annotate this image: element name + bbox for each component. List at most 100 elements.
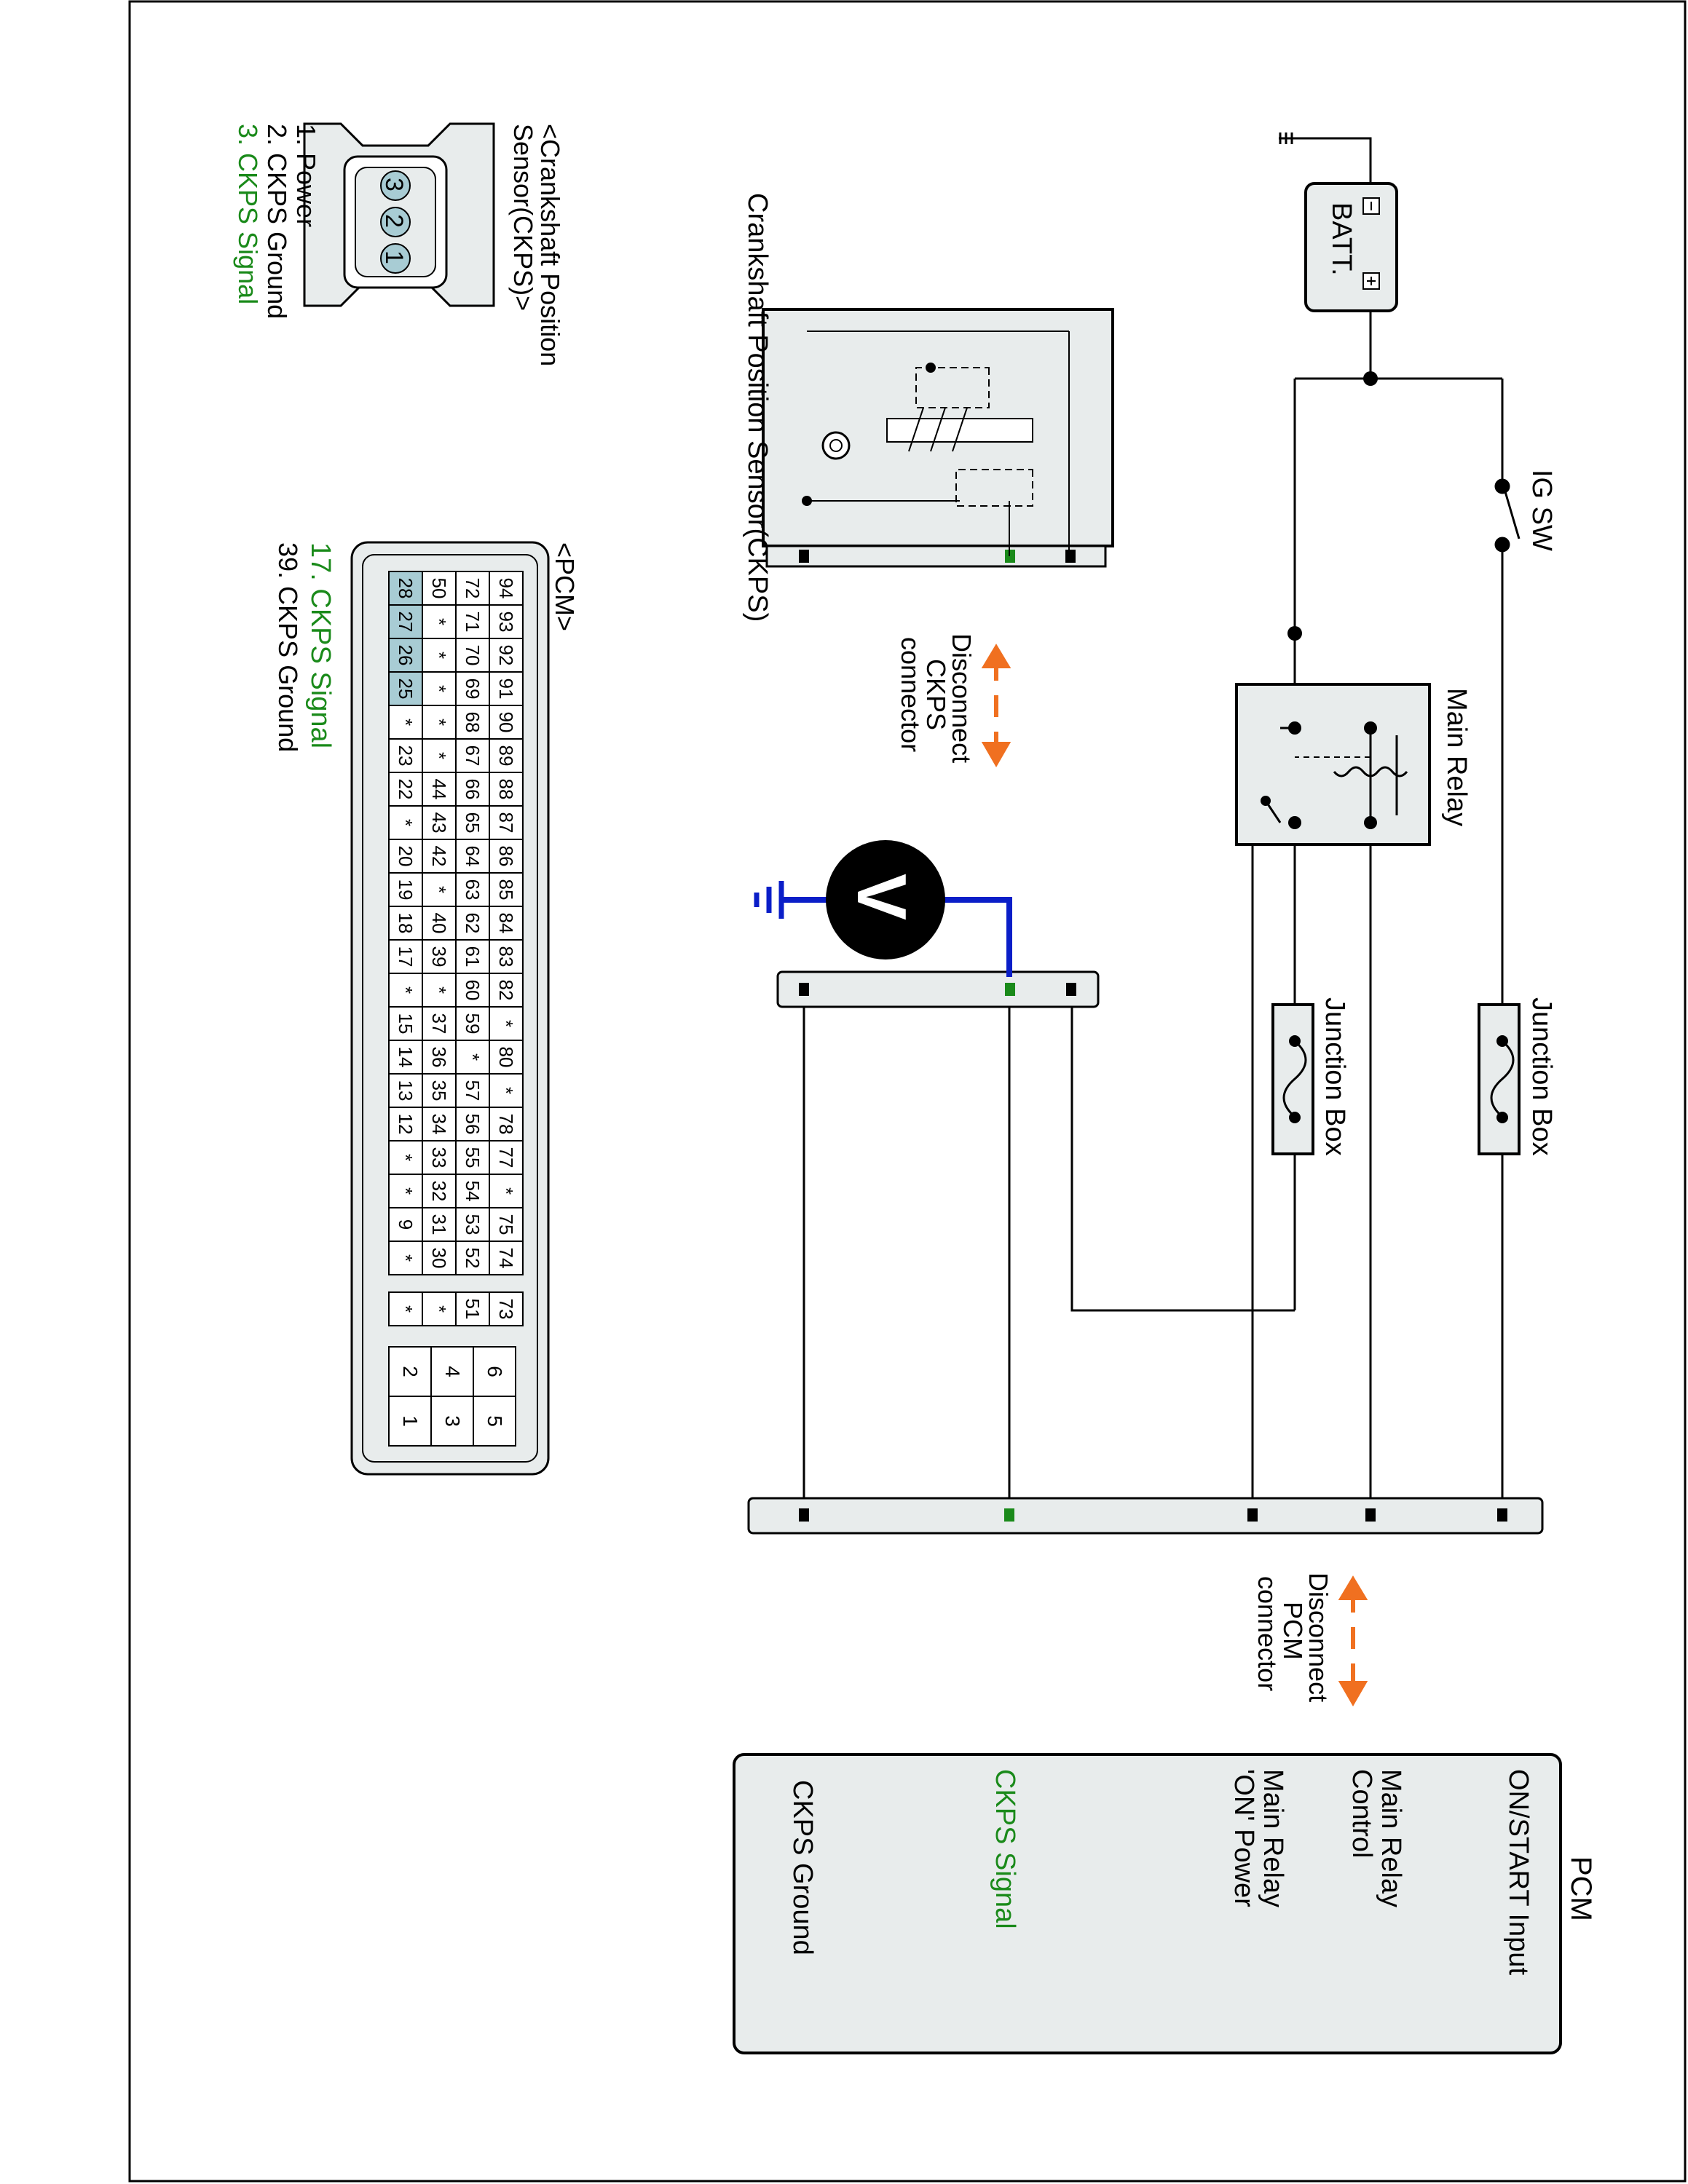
pcm-power-pin-label: 6 [484,1366,506,1377]
pcm-harness-connector [747,1497,1544,1535]
pcm-pin-label: * [395,1305,417,1313]
pcm-pin-label: * [428,719,450,726]
disconnect-pcm-line1: Disconnect [1304,1572,1333,1702]
pcm-pin-label: * [395,1254,417,1262]
pcm-pin-label: * [428,752,450,759]
pcm-pin-label: * [495,1020,517,1027]
junction-box-2 [1271,1003,1314,1155]
pcm-pin-label: 17 [395,946,417,968]
pcm-label-relay-power-1: Main Relay [1258,1769,1288,1907]
battery [1304,182,1398,312]
pcm-pin-label: 53 [462,1214,484,1235]
pcm-pin-label: 19 [395,879,417,901]
pcm-label-relay-control-1: Main Relay [1376,1769,1406,1907]
pcm-power-pin-label: 5 [484,1415,506,1427]
pcm-pin-label: 84 [495,913,517,934]
pcm-pin-label: 20 [395,846,417,867]
pcm-pin-label: 69 [462,678,484,700]
pcm-power-pin-label: 4 [441,1366,464,1377]
pcm-pin-label: 89 [495,745,517,767]
pcm-pin-label: 94 [495,578,517,599]
pcm-legend-1: 17. CKPS Signal [305,542,336,748]
ckps-legend-1: 1. Power [291,124,321,227]
pcm-pin-label: 44 [428,779,450,800]
pcm-pin-label: 56 [462,1114,484,1135]
pcm-pin-label: 74 [495,1248,517,1269]
pcm-pin-label: 15 [395,1013,417,1034]
pcm-pin-label: 60 [462,980,484,1001]
pcm-pin-label: 61 [462,946,484,968]
pcm-pin-label: 32 [428,1181,450,1202]
pcm-pin-label: 65 [462,812,484,834]
pcm-pin-label: 73 [495,1299,517,1320]
pcm-pin-label: 66 [462,779,484,800]
pcm-pin-label: 63 [462,879,484,901]
pcm-pin-label: * [428,1305,450,1313]
pcm-pin-label: 77 [495,1147,517,1168]
pcm-pin-label: * [395,719,417,726]
pcm-pin-label: 35 [428,1080,450,1101]
pcm-pin-label: 50 [428,578,450,599]
pcm-pin-label: 68 [462,712,484,733]
pcm-pin-label: 78 [495,1114,517,1135]
pcm-box [733,1753,1562,2054]
pcm-pin-grid: 94939291908988878685848382*80*7877*75747… [388,571,524,1326]
pcm-power-pin-cell [388,1396,432,1447]
pcm-pin-cell [388,1241,423,1275]
pcm-pin-label: * [428,652,450,659]
junction-box-1 [1478,1003,1521,1155]
pcm-pin-label: 54 [462,1181,484,1202]
pcm-pin-label: * [395,819,417,826]
voltmeter [754,840,1012,977]
pcm-pin-label: * [428,986,450,994]
pcm-pin-label: 14 [395,1047,417,1068]
pcm-title: PCM [1565,1856,1597,1921]
ckps-connector-title-2: Sensor(CKPS)> [508,124,538,311]
pcm-pin-label: 22 [395,779,417,800]
pcm-pin-label: 75 [495,1214,517,1235]
voltmeter-label: V [843,874,920,920]
disconnect-pcm-line3: connector [1253,1576,1282,1691]
pcm-pin-label: 31 [428,1214,450,1235]
ckps-pin-2 [380,207,411,237]
pcm-label-relay-control-2: Control [1346,1769,1377,1859]
pcm-power-pin-label: 3 [441,1415,464,1427]
pcm-pin-label: 34 [428,1114,450,1135]
disconnect-ckps-arrow [981,644,1011,768]
pcm-label-on-start: ON/START Input [1503,1769,1534,1975]
pcm-pin-label: 64 [462,846,484,867]
pcm-pin-label: 42 [428,846,450,867]
pcm-pin-label: * [428,618,450,625]
ckps-pin-1 [380,243,411,274]
pcm-pin-label: 91 [495,678,517,700]
junction-box-1-label: Junction Box [1526,997,1557,1156]
pcm-pin-label: 55 [462,1147,484,1168]
pcm-pin-label: 82 [495,980,517,1001]
pcm-pin-label: 51 [462,1299,484,1320]
ig-switch [1494,478,1521,553]
pcm-pin-label: 37 [428,1013,450,1034]
pcm-pin-label: 52 [462,1248,484,1269]
pcm-pin-label: 36 [428,1047,450,1068]
pcm-pin-label: 93 [495,612,517,633]
disconnect-pcm-arrow [1338,1575,1368,1707]
pcm-pin-label: 33 [428,1147,450,1168]
pcm-pin-label: * [395,986,417,994]
pcm-pin-label: 86 [495,846,517,867]
pcm-pin-label: 87 [495,812,517,834]
pcm-pin-label: * [462,1053,484,1061]
pcm-pin-label: 57 [462,1080,484,1101]
pcm-pin-label: * [428,886,450,893]
pcm-label-ckps-signal: CKPS Signal [990,1769,1020,1929]
pcm-power-pin-label: 2 [399,1366,422,1377]
pcm-pin-label: 71 [462,612,484,633]
pcm-connector-title: <PCM> [550,542,580,631]
pcm-pin-label: 67 [462,745,484,767]
pcm-pin-cell [388,1291,423,1326]
ckps-harness-connector [776,970,1100,1008]
pcm-pin-label: 9 [395,1219,417,1230]
pcm-pin-label: 43 [428,812,450,834]
disconnect-pcm-line2: PCM [1278,1602,1308,1660]
pcm-pin-label: 88 [495,779,517,800]
